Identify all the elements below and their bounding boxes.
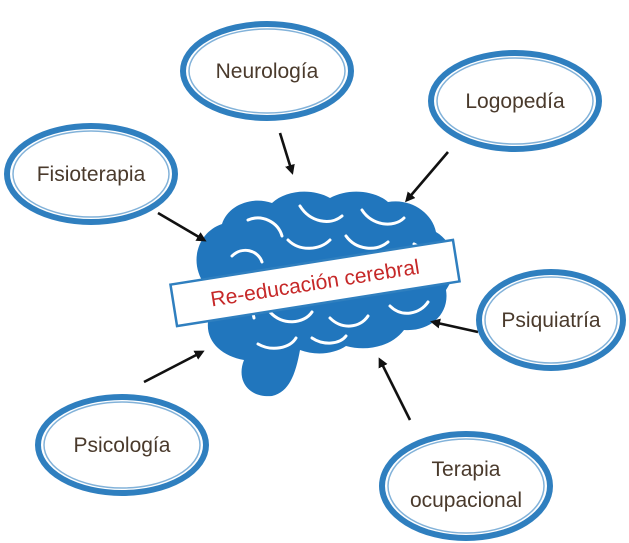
node-ring xyxy=(476,269,626,371)
arrow-terapia-ocupacional xyxy=(378,357,412,421)
node-psicologia: Psicología xyxy=(35,394,209,496)
node-ring xyxy=(35,394,209,496)
arrows xyxy=(143,132,479,421)
node-terapia-ocupacional: Terapia ocupacional xyxy=(379,431,553,541)
node-ring xyxy=(180,21,354,121)
arrow-psicologia xyxy=(143,350,205,384)
node-fisioterapia: Fisioterapia xyxy=(4,123,178,225)
node-label-line-1: Terapia xyxy=(432,458,501,481)
arrow-neurologia xyxy=(278,132,295,175)
node-label: Neurología xyxy=(216,60,319,83)
arrow-fisioterapia xyxy=(157,211,207,242)
node-label: Fisioterapia xyxy=(37,163,146,186)
node-ring-inner xyxy=(43,401,201,489)
node-ring-inner xyxy=(436,57,594,145)
node-ring xyxy=(4,123,178,225)
node-neurologia: Neurología xyxy=(180,21,354,121)
node-ring-inner xyxy=(12,130,170,218)
node-psiquiatria: Psiquiatría xyxy=(476,269,626,371)
node-label-line-2: ocupacional xyxy=(410,489,522,512)
center-label-box xyxy=(169,238,461,328)
node-ring-inner xyxy=(188,28,346,114)
arrow-logopedia xyxy=(405,151,449,203)
arrow-psiquiatria xyxy=(430,318,479,334)
node-ring xyxy=(379,431,553,541)
node-label: Logopedía xyxy=(465,90,565,113)
node-ring xyxy=(428,50,602,152)
node-label: Psiquiatría xyxy=(501,309,601,332)
node-logopedia: Logopedía xyxy=(428,50,602,152)
node-label: Psicología xyxy=(74,434,171,457)
node-ring-inner xyxy=(484,276,618,364)
node-ring-inner xyxy=(387,438,545,534)
